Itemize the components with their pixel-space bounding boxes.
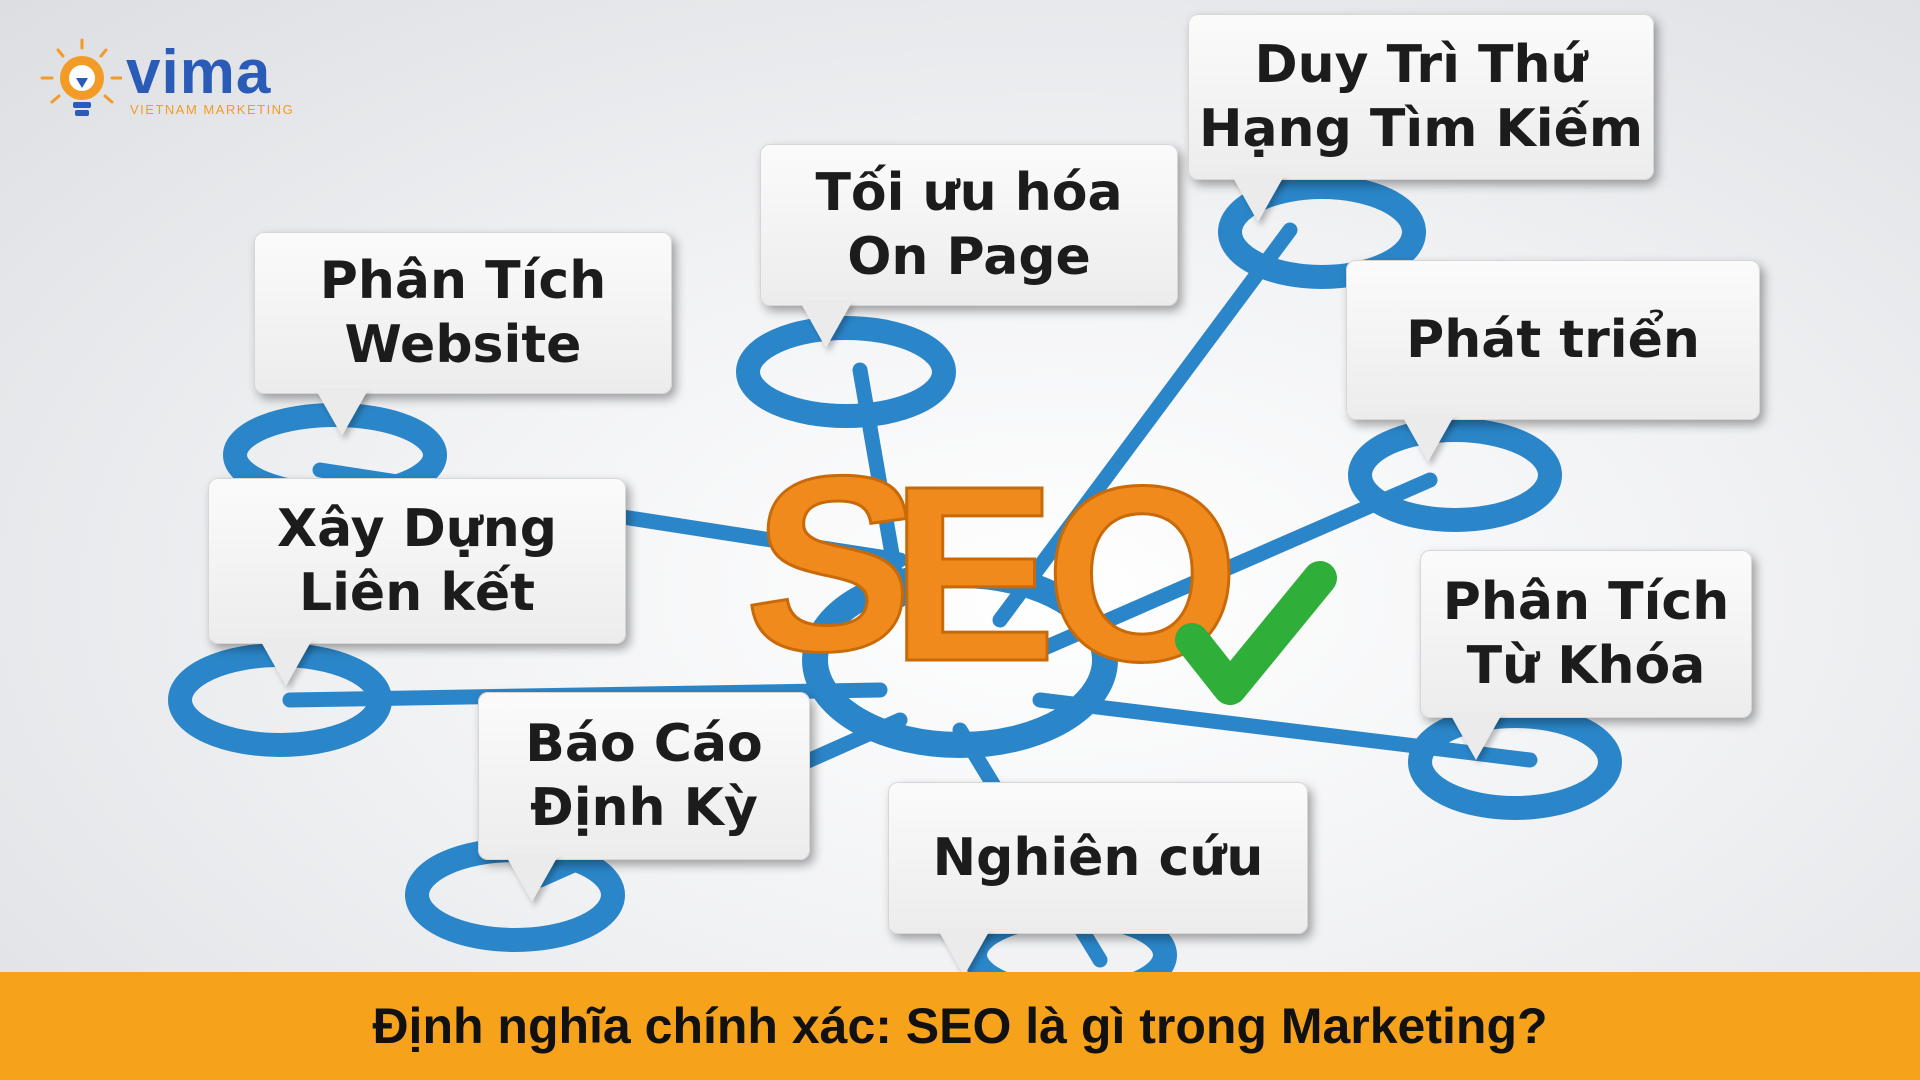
node-label-line: Từ Khóa <box>1466 636 1706 696</box>
node-label-line: Hạng Tìm Kiếm <box>1198 99 1644 159</box>
vima-logo: vima VIETNAM MARKETING <box>38 38 298 128</box>
node-xay-dung-lien-ket: Xây Dựng Liên kết <box>208 478 626 686</box>
node-label-line: Xây Dựng <box>276 499 557 559</box>
ring <box>1348 418 1562 532</box>
ring <box>1218 175 1426 289</box>
bubble-tail <box>938 930 990 976</box>
bubble-tail <box>1402 416 1454 462</box>
connector-line <box>1032 692 1538 768</box>
bubble-tail <box>316 390 368 436</box>
node-label-line: Duy Trì Thứ <box>1254 35 1588 95</box>
node-label-line: Báo Cáo <box>525 714 763 774</box>
node-label-line: On Page <box>847 227 1091 287</box>
node-nghien-cuu: Nghiên cứu <box>888 782 1308 976</box>
node-label-line: Phát triển <box>1406 310 1700 370</box>
node-duy-tri-thu-hang: Duy Trì Thứ Hạng Tìm Kiếm <box>1188 14 1654 222</box>
node-phat-trien: Phát triển <box>1346 260 1760 462</box>
node-label-line: Website <box>344 315 582 375</box>
node-label-line: Phân Tích <box>319 251 607 311</box>
brand-name: vima <box>126 38 272 107</box>
bubble-tail <box>800 302 852 348</box>
seo-logo: S E O <box>733 423 1241 714</box>
checkmark-icon <box>1175 561 1337 705</box>
footer-banner: Định nghĩa chính xác: SEO là gì trong Ma… <box>0 972 1920 1080</box>
node-label-line: Nghiên cứu <box>932 828 1264 888</box>
node-phan-tich-website: Phân Tích Website <box>254 232 672 436</box>
node-phan-tich-tu-khoa: Phân Tích Từ Khóa <box>1420 550 1752 760</box>
center-ring <box>802 562 1118 758</box>
seo-letter-s: S <box>734 425 930 704</box>
node-toi-uu-hoa-on-page: Tối ưu hóa On Page <box>760 144 1178 348</box>
node-bao-cao-dinh-ky: Báo Cáo Định Kỳ <box>478 692 810 902</box>
bubble-tail <box>1450 714 1502 760</box>
node-label-line: Định Kỳ <box>530 778 758 838</box>
seo-letter-e: E <box>890 434 1057 713</box>
node-label-line: Phân Tích <box>1442 572 1730 632</box>
brand-tagline: VIETNAM MARKETING <box>130 102 295 117</box>
connector-line <box>992 222 1298 628</box>
node-label-line: Liên kết <box>298 563 536 623</box>
bubble-tail <box>506 856 558 902</box>
footer-title: Định nghĩa chính xác: SEO là gì trong Ma… <box>372 998 1548 1054</box>
node-label-line: Tối ưu hóa <box>815 163 1123 223</box>
bubble-tail <box>1232 176 1284 222</box>
lightbulb-icon <box>40 38 122 116</box>
bubble-tail <box>260 640 312 686</box>
